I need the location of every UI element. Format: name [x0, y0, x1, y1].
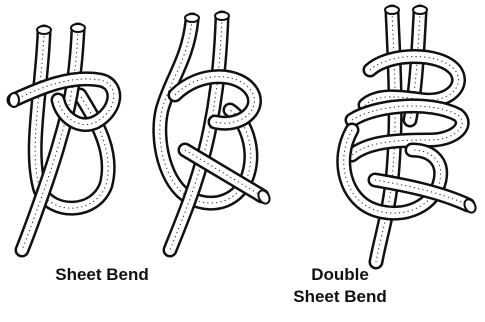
double-sheet-bend-caption-line1: Double [285, 264, 395, 286]
double-sheet-bend-caption: Double Sheet Bend [285, 264, 395, 308]
sheet-bend-caption: Sheet Bend [32, 264, 172, 286]
sheet-bend-knot-icon [9, 24, 114, 250]
double-sheet-bend-knot-icon [344, 6, 478, 262]
sheet-bend-tightened-knot-icon [160, 12, 272, 250]
double-sheet-bend-caption-line2: Sheet Bend [285, 286, 395, 308]
